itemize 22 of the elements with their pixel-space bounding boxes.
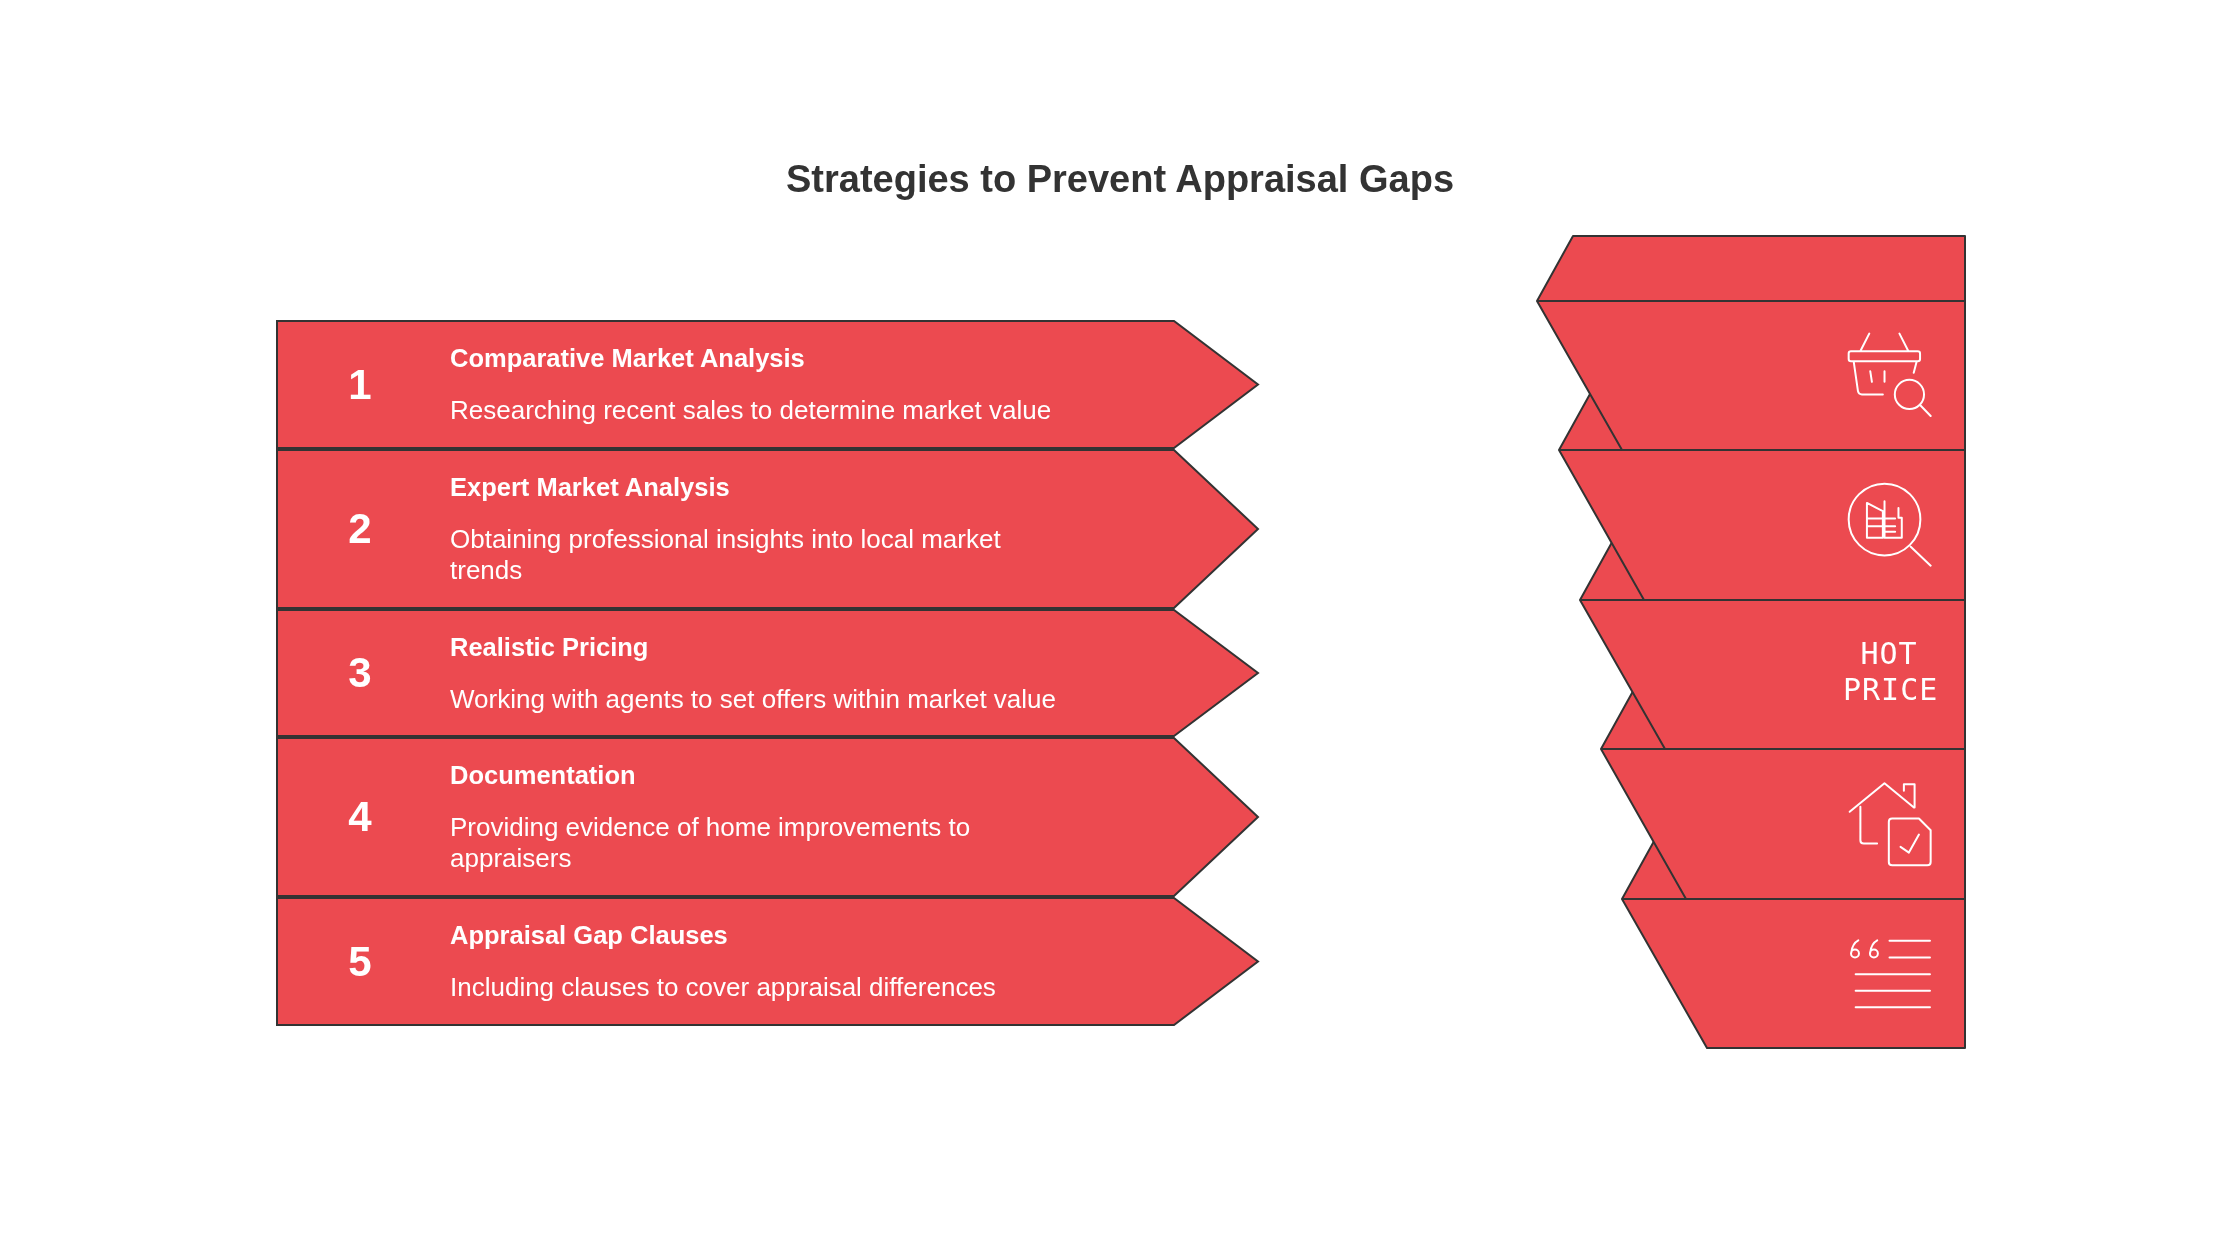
step-description: Obtaining professional insights into local market trends — [450, 524, 1002, 586]
step-number: 1 — [347, 360, 373, 409]
step-number: 3 — [347, 649, 373, 697]
diagram-title: Strategies to Prevent Appraisal Gaps — [785, 158, 1454, 200]
arrow-banner — [276, 449, 1259, 609]
step-description: Providing evidence of home improvements to appraisers — [450, 812, 972, 874]
arrow-banner — [276, 897, 1259, 1026]
arrow-banner — [276, 320, 1259, 449]
step-number: 2 — [347, 505, 373, 553]
step-description: Working with agents to set offers within market value — [450, 684, 1057, 715]
step-number: 4 — [347, 793, 373, 841]
step-title: Documentation — [450, 760, 637, 791]
step-title: Expert Market Analysis — [450, 472, 731, 503]
arrow-banner — [276, 609, 1259, 737]
step-title: Realistic Pricing — [450, 632, 650, 663]
step-title: Appraisal Gap Clauses — [450, 920, 729, 951]
step-description: Researching recent sales to determine market value — [450, 395, 1053, 426]
step-number: 5 — [347, 937, 373, 986]
step-title: Comparative Market Analysis — [450, 343, 806, 374]
price-label: HOT PRICE — [1843, 636, 1935, 708]
step-description: Including clauses to cover appraisal differences — [450, 972, 997, 1003]
arrow-banner — [276, 737, 1259, 897]
